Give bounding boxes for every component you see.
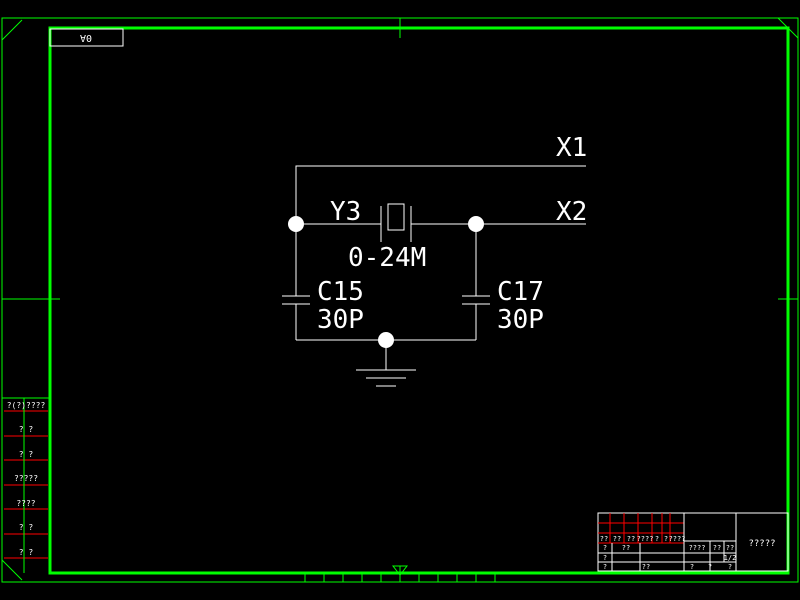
title-header-cell: ??: [613, 535, 621, 543]
title-bottom-cell: ?: [690, 563, 694, 571]
crystal-value: 0-24M: [348, 243, 426, 273]
title-sub-cell: 1/2: [724, 554, 737, 562]
corner-mark-tl: [1, 19, 23, 41]
crystal-ref: Y3: [330, 197, 361, 227]
title-header-cell: ?: [655, 535, 659, 543]
junction-dot: [288, 216, 304, 232]
crystal-y3-symbol: [380, 203, 412, 242]
title-sub-cell: ??: [642, 563, 650, 571]
sidebar-label: ? ?: [19, 425, 34, 434]
outer-frame: [1, 17, 799, 583]
title-header-cell: ??: [600, 535, 608, 543]
wire-x1: [295, 165, 586, 224]
corner-mark-bl: [1, 559, 23, 581]
sidebar-label: ? ?: [19, 523, 34, 532]
title-header-cell: ????: [637, 535, 654, 543]
title-bottom-cell: ?: [708, 563, 712, 571]
drawing-number: 0A: [80, 32, 92, 43]
capacitor-c15-symbol: [282, 295, 310, 305]
drawing-number-box: [49, 28, 124, 47]
junction-dot: [378, 332, 394, 348]
junction-dot: [468, 216, 484, 232]
net-label-x2: X2: [556, 197, 587, 227]
title-header-cell: ????: [669, 535, 686, 543]
title-sub-cell: ??: [622, 544, 630, 552]
sidebar-label: ?(?)????: [7, 401, 46, 410]
sidebar-label: ?????: [14, 474, 38, 483]
inner-frame: [48, 26, 790, 575]
cap-c17-value: 30P: [497, 305, 544, 335]
sidebar-label: ? ?: [19, 450, 34, 459]
title-sub-cell: ?: [603, 544, 607, 552]
title-sub-cell: ?: [603, 554, 607, 562]
ground-icon: [356, 369, 416, 387]
title-block: ?? ?? ?? ???? ? ? ???? ? ? ?? ???? ?? ??…: [597, 512, 789, 572]
title-sub-cell: ????: [689, 544, 706, 552]
sidebar-label: ? ?: [19, 548, 34, 557]
title-bottom-cell: ?: [728, 563, 732, 571]
title-sub-cell: ??: [726, 544, 734, 552]
cap-c15-ref: C15: [317, 277, 364, 307]
net-label-x1: X1: [556, 133, 587, 163]
cap-c17-ref: C17: [497, 277, 544, 307]
title-sub-cell: ??: [713, 544, 721, 552]
bottom-ruler: [304, 573, 496, 582]
left-sidebar: ?(?)???? ? ? ? ? ????? ???? ? ? ? ?: [2, 397, 50, 573]
orientation-mark: [391, 565, 409, 576]
drawing-title: ?????: [748, 539, 775, 549]
sidebar-label: ????: [16, 499, 35, 508]
capacitor-c17-symbol: [462, 295, 490, 305]
title-header-cell: ?: [664, 535, 668, 543]
title-header-cell: ??: [627, 535, 635, 543]
cap-c15-value: 30P: [317, 305, 364, 335]
title-bottom-cell: ?: [603, 563, 607, 571]
corner-mark-tr: [777, 17, 799, 39]
